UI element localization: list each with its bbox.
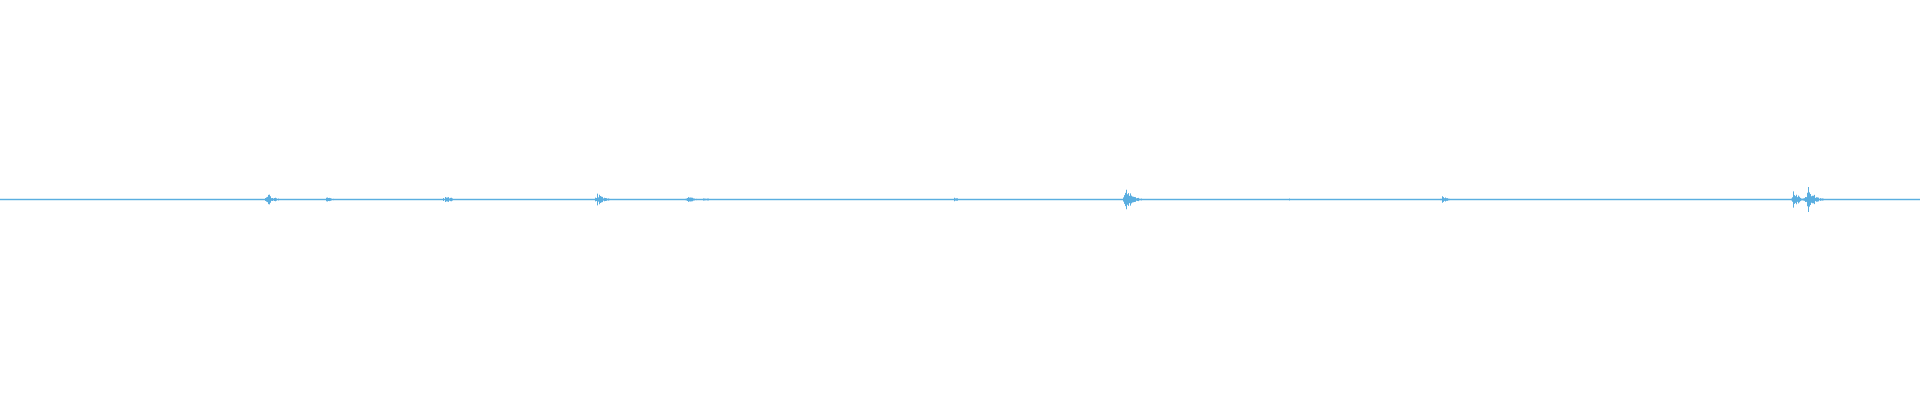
waveform-bars <box>0 187 1920 212</box>
